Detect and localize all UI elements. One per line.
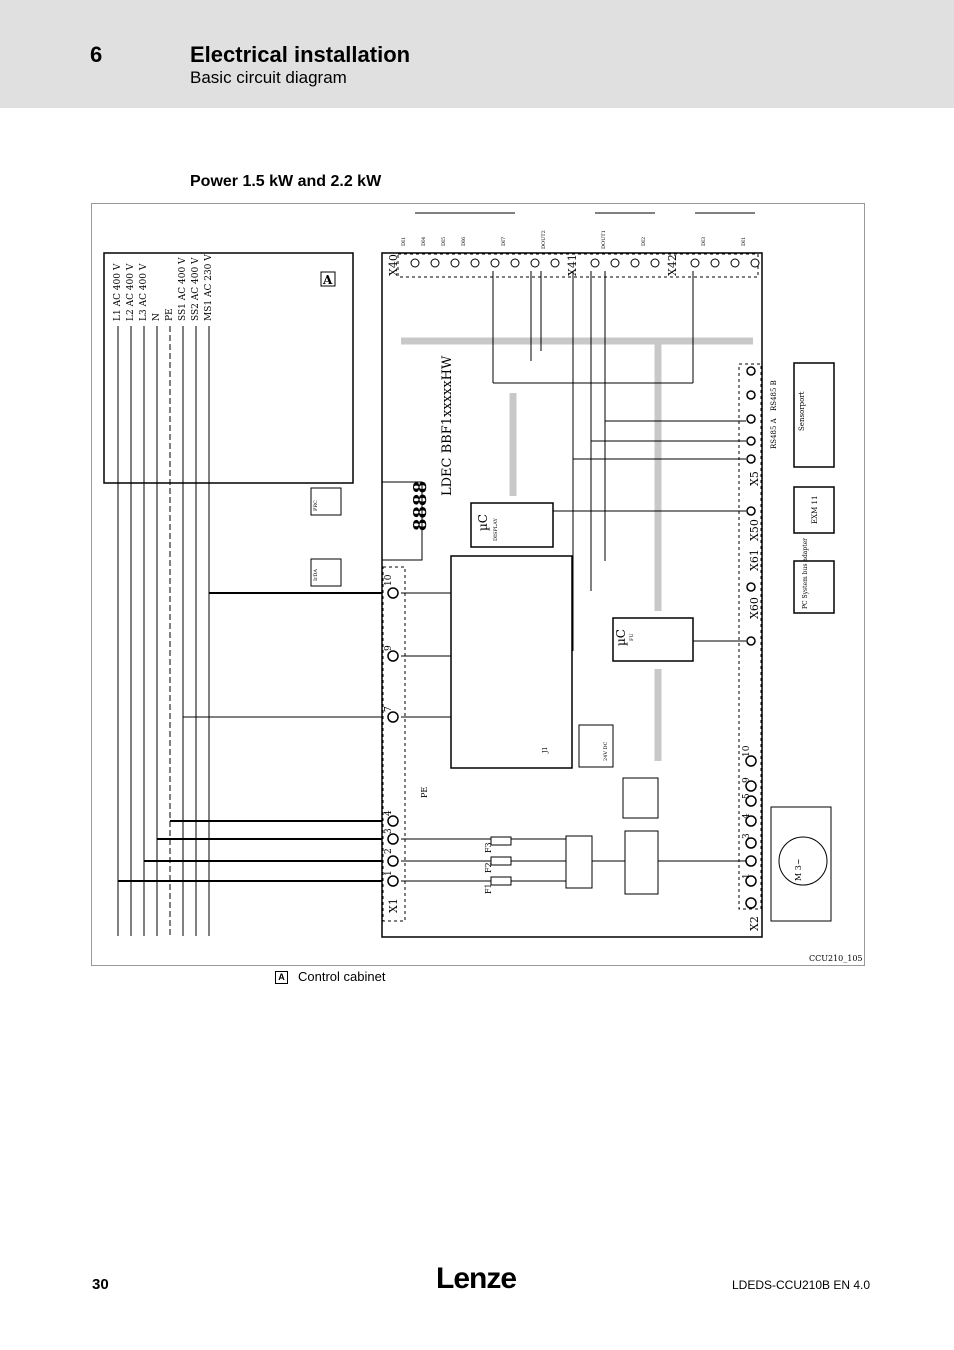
connector-x1: X1	[387, 898, 400, 913]
x1-pin-10: 10	[384, 574, 394, 586]
page-number: 30	[92, 1276, 109, 1293]
chapter-subtitle: Basic circuit diagram	[190, 68, 347, 87]
rs485-b: RS485 B	[770, 380, 778, 411]
x1-pin-4: 4	[384, 810, 394, 816]
chapter-title: Electrical installation	[190, 42, 411, 67]
x1-pin-1: 1	[384, 870, 394, 876]
motor-label: M 3~	[794, 858, 803, 881]
figure-title: Power 1.5 kW and 2.2 kW	[190, 173, 382, 190]
uc-fu-sub: FU	[629, 633, 635, 641]
cabinet-marker: A	[322, 273, 333, 287]
x40-signal-5: DI7	[501, 237, 507, 246]
mains-label-pe: PE	[165, 308, 175, 321]
x1-pin-2: 2	[384, 848, 394, 854]
connector-x5: X5	[748, 471, 761, 486]
x42-signal-2: DI1	[741, 237, 747, 246]
x2-pin-9: 9	[742, 777, 752, 783]
circuit-diagram-frame: A 8888	[91, 203, 865, 966]
mains-label-ss1: SS1 AC 400 V	[178, 257, 188, 321]
legend-marker: A	[275, 971, 288, 985]
connector-x2: X2	[748, 916, 761, 931]
mains-label-l3: L3 AC 400 V	[139, 263, 149, 321]
legend: A Control cabinet	[275, 969, 386, 985]
x42-signal-1: DI3	[701, 237, 707, 246]
connector-x41: X41	[566, 254, 579, 276]
display-digits: 8888	[410, 481, 431, 531]
sensorport-label: Sensorport	[798, 391, 806, 431]
irda-label: IrDA	[313, 569, 319, 581]
uc-fu: µC	[614, 629, 628, 646]
circuit-diagram: A 8888	[103, 212, 863, 963]
x2-pin-10: 10	[742, 745, 752, 757]
pc-adapter-label: PC System bus adapter	[802, 538, 809, 609]
fuse-f2: F2	[484, 862, 493, 873]
x40-signal-1: DI1	[401, 237, 407, 246]
connector-x50: X50	[748, 519, 761, 541]
x2-pin-5: 5	[742, 793, 752, 799]
connector-x40: X40	[387, 254, 400, 276]
x1-pin-3: 3	[384, 828, 394, 834]
x40-signal-3: DI5	[441, 237, 447, 246]
device-label: LDEC BBF1xxxxxHW	[440, 355, 455, 496]
pe-label: PE	[420, 787, 429, 798]
x1-pin-7: 7	[384, 706, 394, 712]
uc-display: µC	[476, 514, 490, 531]
x2-pin-1: 1	[742, 873, 752, 879]
psu-label: 24V DC	[603, 741, 609, 761]
x1-pin-9: 9	[384, 645, 394, 651]
x40-signal-6: DOUT2	[541, 230, 547, 249]
mains-label-l1: L1 AC 400 V	[113, 263, 123, 321]
uc-display-sub: DISPLAY	[493, 517, 499, 541]
rs485-a: RS485 A	[770, 417, 778, 449]
chapter-number: 6	[90, 42, 103, 67]
fuse-f1: F1	[484, 883, 493, 894]
mains-label-ss2: SS2 AC 400 V	[191, 257, 201, 321]
connector-x61: X61	[748, 549, 761, 571]
x2-pin-4: 4	[742, 813, 752, 819]
connector-x42: X42	[666, 254, 679, 276]
exm-label: EXM 11	[811, 496, 819, 524]
document-id: LDEDS-CCU210B EN 4.0	[732, 1278, 871, 1292]
legend-text: Control cabinet	[298, 969, 386, 984]
chapter-header: 6 Electrical installation Basic circuit …	[0, 0, 954, 108]
fuse-f3: F3	[484, 842, 493, 853]
connector-x60: X60	[748, 597, 761, 619]
x41-signal-2: DI2	[641, 237, 647, 246]
mains-label-ms1: MS1 AC 230 V	[204, 254, 214, 321]
mains-label-n: N	[152, 313, 162, 321]
mains-label-l2: L2 AC 400 V	[126, 263, 136, 321]
x41-signal-1: DOUT1	[601, 230, 607, 249]
x40-signal-4: DI6	[461, 237, 467, 246]
figure-id: CCU210_105	[809, 954, 863, 963]
lenze-logo: Lenze	[436, 1262, 517, 1295]
j1-label: J1	[542, 747, 549, 754]
prc-label: PRC	[313, 500, 319, 511]
x40-signal-2: DI4	[421, 237, 427, 246]
x2-pin-3: 3	[742, 833, 752, 839]
